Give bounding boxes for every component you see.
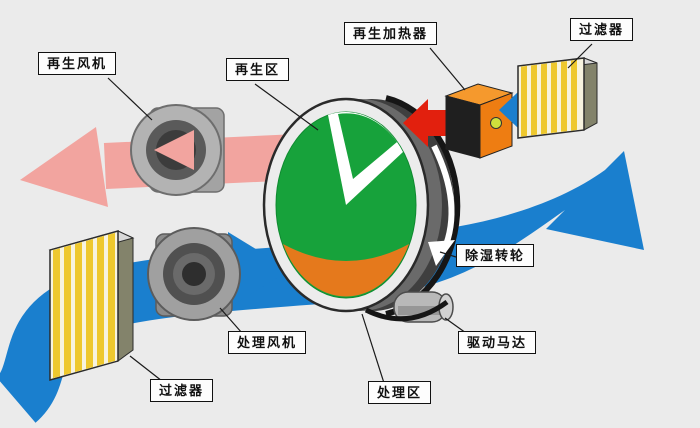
filter-bottom-panel xyxy=(49,230,119,381)
filter-bottom-stripe xyxy=(86,238,93,369)
label-rotor-wheel: 除湿转轮 xyxy=(456,244,535,267)
filter-top-side-face xyxy=(583,57,598,131)
filter-top-stripe xyxy=(571,59,577,131)
regen-heater xyxy=(444,83,514,159)
label-drive-motor: 驱动马达 xyxy=(458,331,537,354)
rotor-desiccant-band xyxy=(283,244,409,297)
motor-belt-loop xyxy=(364,299,449,322)
process-fan xyxy=(147,227,241,321)
heater-indicator-light xyxy=(490,117,502,129)
filter-top xyxy=(517,57,598,139)
filter-top-stripe xyxy=(561,61,567,132)
label-regen-zone: 再生区 xyxy=(226,58,290,81)
regen-sector-inner xyxy=(338,113,397,179)
filter-top-front-face xyxy=(517,57,585,139)
heater-front-face xyxy=(445,95,481,159)
filter-top-stripe xyxy=(531,64,537,136)
regen-fan-flow-arrowhead xyxy=(154,130,194,170)
label-regen-heater: 再生加热器 xyxy=(344,22,438,45)
label-filter-top: 过滤器 xyxy=(570,18,634,41)
motor-shading xyxy=(398,306,442,315)
leader-lines xyxy=(107,43,593,384)
process-fan-hole xyxy=(182,262,206,286)
regen-fan xyxy=(130,104,225,196)
filter-bottom-stripe xyxy=(75,242,82,373)
drive-motor xyxy=(364,291,454,323)
leader-regen-heater xyxy=(429,47,466,91)
hot-air-arrow xyxy=(403,99,448,147)
filter-bottom-stripe xyxy=(97,235,104,366)
filter-top-stripe xyxy=(551,62,557,134)
leader-rotor xyxy=(439,251,457,258)
leader-filter-bottom xyxy=(129,355,163,382)
filter-bottom-stripe xyxy=(108,232,115,363)
process-air-arrowhead xyxy=(228,232,290,308)
rotor-wheel xyxy=(262,95,461,317)
filter-top-stripe xyxy=(541,63,547,135)
leader-drive-motor xyxy=(444,317,467,334)
filter-bottom-front-face xyxy=(49,230,119,381)
leader-filter-top xyxy=(567,43,593,69)
filter-bottom-side-face xyxy=(117,230,134,362)
label-process-zone: 处理区 xyxy=(368,381,432,404)
label-process-fan: 处理风机 xyxy=(228,331,307,354)
leader-process-fan xyxy=(219,307,243,334)
label-filter-bottom: 过滤器 xyxy=(150,379,214,402)
filter-bottom xyxy=(48,230,135,381)
label-regen-fan: 再生风机 xyxy=(38,52,117,75)
regen-exhaust-arrowhead xyxy=(20,127,108,207)
filter-top-stripe xyxy=(521,65,527,137)
filter-bottom-stripe xyxy=(64,245,71,376)
rotation-arrow xyxy=(431,144,455,252)
filter-bottom-stripe xyxy=(53,248,60,379)
leader-regen-zone xyxy=(254,83,319,131)
leader-process-zone xyxy=(361,313,385,384)
leader-regen-fan xyxy=(107,77,153,121)
